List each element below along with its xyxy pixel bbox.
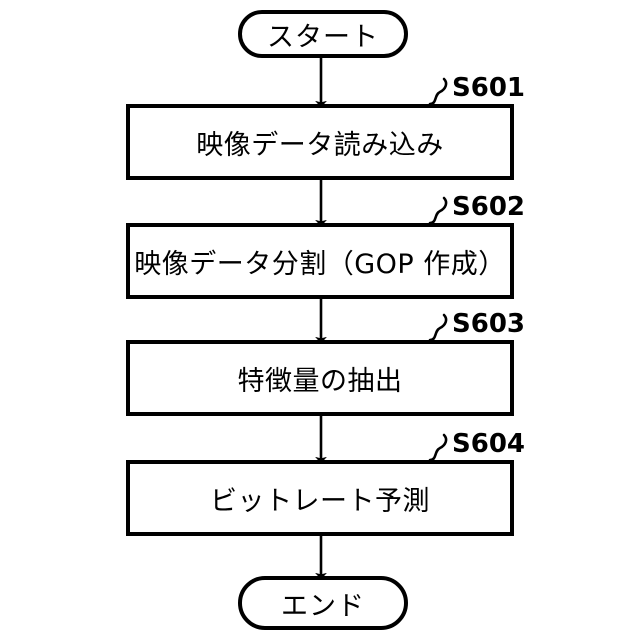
step-label-s602: S602 [452, 192, 525, 222]
leader-line-s602 [428, 196, 448, 225]
node-end-shape [238, 576, 408, 630]
leader-line-s603 [428, 313, 448, 342]
node-s603-shape [126, 340, 514, 416]
step-label-s604: S604 [452, 429, 525, 459]
leader-line-s604 [428, 433, 448, 462]
node-s604-shape [126, 460, 514, 536]
node-s602-shape [126, 223, 514, 299]
step-label-s603: S603 [452, 309, 525, 339]
node-start-shape [238, 10, 408, 58]
leader-line-s601 [428, 77, 448, 106]
node-s601-shape [126, 104, 514, 180]
step-label-s601: S601 [452, 73, 525, 103]
